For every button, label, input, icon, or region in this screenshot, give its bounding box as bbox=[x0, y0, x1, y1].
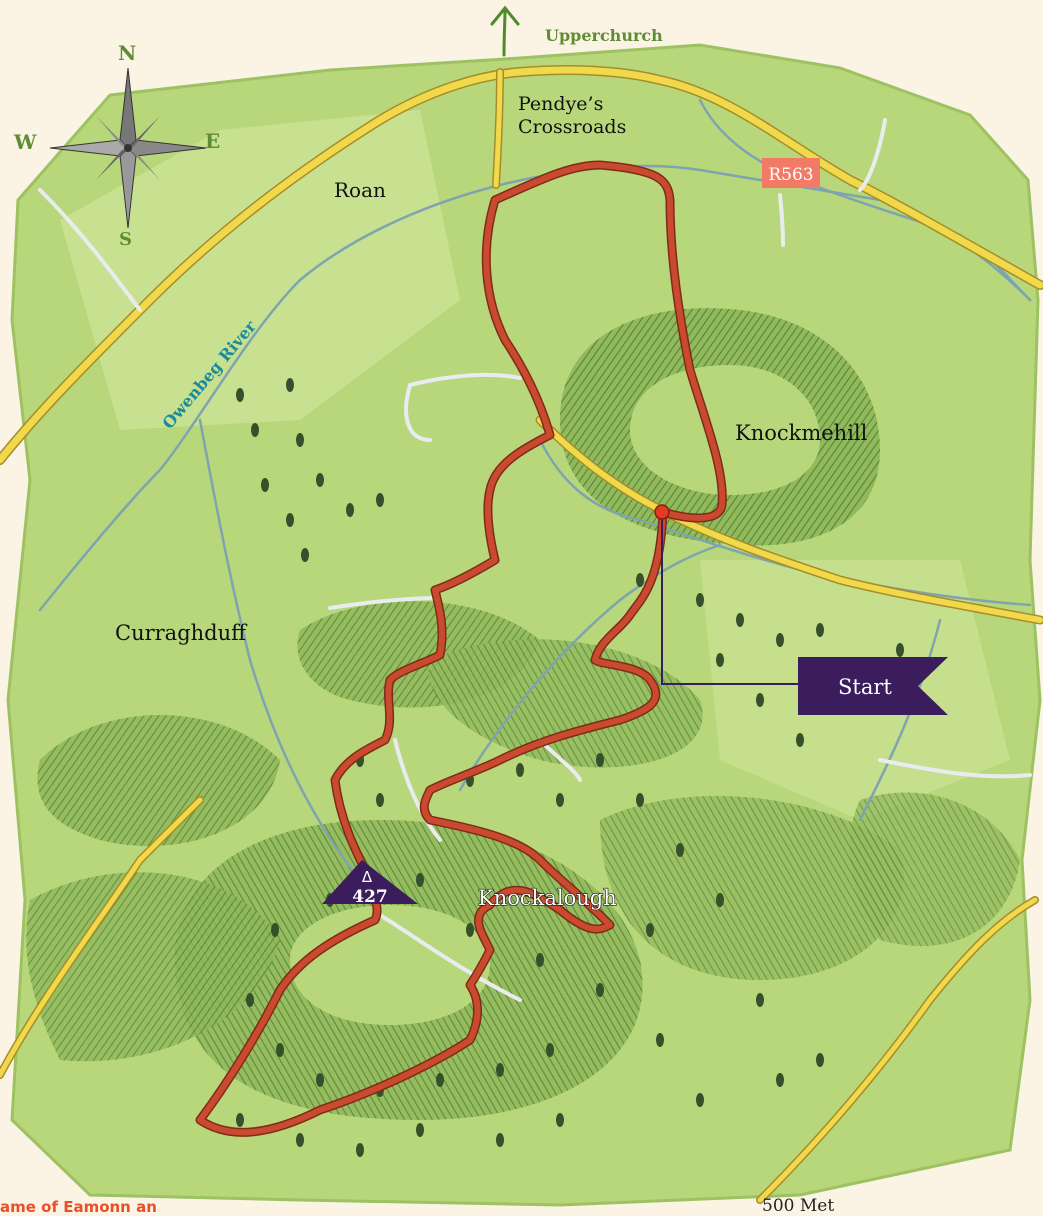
r563-label: R563 bbox=[768, 165, 813, 185]
upperchurch-label: Upperchurch bbox=[545, 26, 663, 45]
north-arrow-icon bbox=[490, 5, 520, 57]
land-light-patch bbox=[60, 110, 460, 430]
r563-badge bbox=[762, 158, 820, 188]
walking-route-inner bbox=[197, 162, 726, 1136]
curraghduff-label: Curraghduff bbox=[115, 621, 248, 645]
knockalough-label: Knockalough bbox=[478, 886, 617, 910]
compass-north: N bbox=[118, 41, 136, 65]
start-pointer-line bbox=[661, 512, 800, 685]
compass-rose-icon bbox=[49, 67, 207, 229]
compass-east: E bbox=[205, 129, 220, 153]
pendyes-label-line1: Pendye’s bbox=[518, 93, 603, 115]
pendyes-label-line2: Crossroads bbox=[518, 116, 626, 138]
knockmehill-label: Knockmehill bbox=[735, 421, 868, 445]
start-dot bbox=[654, 504, 670, 520]
compass-west: W bbox=[13, 130, 37, 154]
knockmehill-hill bbox=[560, 308, 880, 546]
roads bbox=[0, 65, 1043, 1204]
ridge-hatched bbox=[26, 872, 280, 1062]
start-flag bbox=[798, 657, 948, 715]
summit-symbol: Δ bbox=[362, 868, 373, 886]
credit-text: ame of Eamonn an bbox=[0, 1198, 157, 1216]
ridge-hatched bbox=[37, 715, 280, 847]
scale-text: 500 Met bbox=[762, 1196, 835, 1216]
ridge-hatched bbox=[849, 792, 1020, 947]
start-label: Start bbox=[838, 675, 892, 699]
summit-marker bbox=[322, 860, 418, 904]
summit-height: 427 bbox=[352, 887, 388, 907]
ridge-hatched bbox=[600, 796, 904, 980]
roan-label: Roan bbox=[334, 178, 386, 202]
compass-south: S bbox=[119, 229, 132, 250]
